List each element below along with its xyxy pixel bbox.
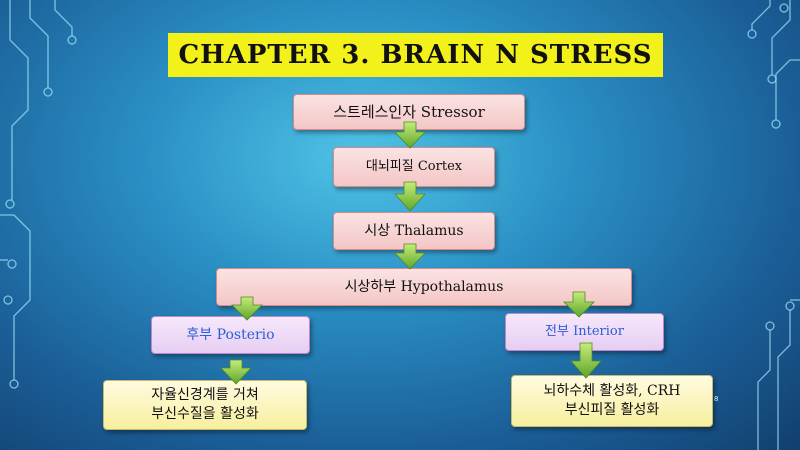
node-pituitary-line1: 뇌하수체 활성화, CRH [543,383,681,400]
node-anterior-label: 전부 Interior [545,324,624,340]
arrow-stressor-cortex [394,121,426,149]
node-autonomic-line2: 부신수질을 활성화 [151,406,259,422]
arrow-cortex-thalamus [394,181,426,212]
node-hypothalamus: 시상하부 Hypothalamus [216,268,632,306]
arrow-hypothalamus-posterior [231,296,263,321]
slide-title: CHAPTER 3. BRAIN N STRESS [168,33,663,77]
arrow-posterior-autonomic [220,359,252,385]
node-autonomic-line1: 자율신경계를 거쳐 [151,387,259,404]
node-cortex: 대뇌피질 Cortex [333,147,495,187]
arrow-hypothalamus-anterior [563,291,595,318]
node-autonomic: 자율신경계를 거쳐 부신수질을 활성화 [103,380,307,430]
node-pituitary-line2: 부신피질 활성화 [564,402,660,418]
node-posterior: 후부 Posterio [151,316,310,354]
arrow-thalamus-hypothalamus [394,243,426,270]
arrow-anterior-pituitary [570,342,602,379]
node-pituitary: 뇌하수체 활성화, CRH 부신피질 활성화 [511,375,713,427]
page-number: 8 [714,395,719,403]
